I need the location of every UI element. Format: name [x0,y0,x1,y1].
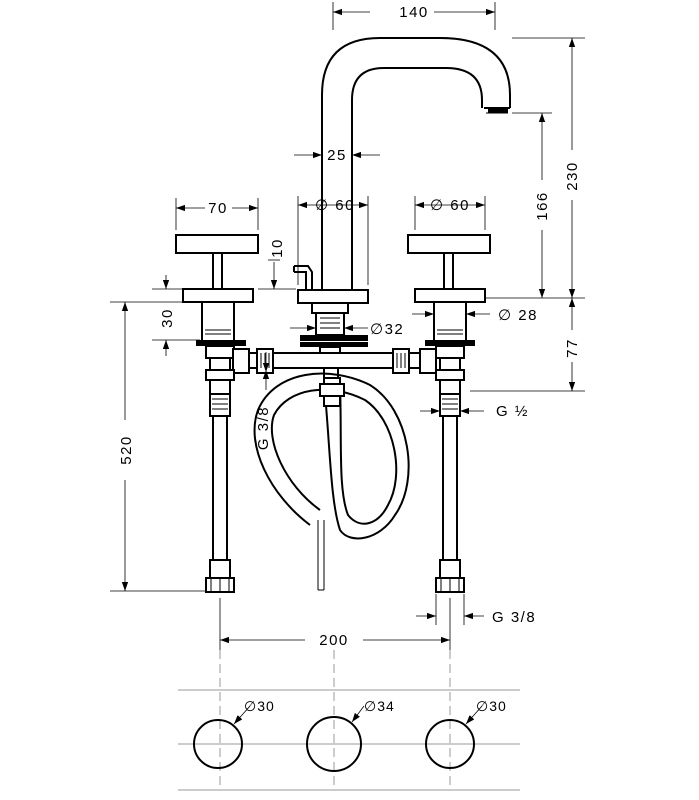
dim-shank-right: ∅ 28 [412,307,538,324]
dim-spout-reach: 140 [332,2,496,30]
center-lines [219,650,451,788]
dim-spout-height: 230 [512,37,585,298]
dim-outlet-height-label: 166 [534,191,551,221]
hole-left-label: ∅30 [244,698,275,714]
hole-right [425,719,475,769]
dim-center-spacing: 200 [219,598,451,650]
deck-plan-view: ∅30 ∅34 ∅30 [178,689,520,791]
spout [321,37,511,300]
hole-center [306,716,362,772]
dim-shank-center-label: ∅32 [370,321,404,338]
dim-total-length-label: 520 [118,435,135,465]
dim-handle-width: 70 [175,198,259,230]
hole-right-label: ∅30 [476,698,507,714]
dim-spout-neck-label: 25 [327,147,347,164]
dim-spout-base: ∅ 60 [297,196,369,285]
dim-handle-base: ∅ 60 [414,196,486,230]
dim-handle-base-height: 30 [152,275,200,356]
right-handle-assembly [407,234,491,395]
center-hose-loop [253,372,410,591]
dim-hose-thread-label: G 3/8 [255,406,272,450]
dim-center-spacing-label: 200 [319,632,349,649]
hole-center-label: ∅34 [364,698,395,714]
dim-outlet-height: 166 [512,112,552,298]
dim-deck-depth-label: 77 [564,338,581,358]
dim-outlet-thread: G ½ [420,403,529,420]
left-handle-assembly [175,234,259,395]
dim-handle-width-label: 70 [208,200,228,217]
dim-spout-reach-label: 140 [399,4,429,21]
dim-total-length: 520 [110,301,206,592]
dim-outlet-thread-label: G ½ [496,403,529,420]
center-valve-body [293,265,369,354]
dim-handle-gap-label: 10 [269,238,286,258]
dim-inlet-thread-label: G 3/8 [492,609,536,626]
dim-spout-height-label: 230 [564,161,581,191]
dim-deck-depth: 77 [470,298,585,392]
dim-inlet-thread: G 3/8 [416,594,536,626]
dim-spout-neck: 25 [294,147,380,164]
right-supply-hose [435,393,465,593]
dim-shank-right-label: ∅ 28 [498,307,538,324]
dim-shank-center: ∅32 [290,321,404,338]
hole-left [193,719,243,769]
left-supply-hose [205,393,235,593]
dim-handle-gap: 10 [258,238,296,290]
dim-handle-base-label: ∅ 60 [430,197,470,214]
dim-hose-thread: G 3/8 [255,352,272,450]
dim-spout-base-label: ∅ 60 [315,197,355,214]
dim-handle-base-height-label: 30 [159,308,176,328]
